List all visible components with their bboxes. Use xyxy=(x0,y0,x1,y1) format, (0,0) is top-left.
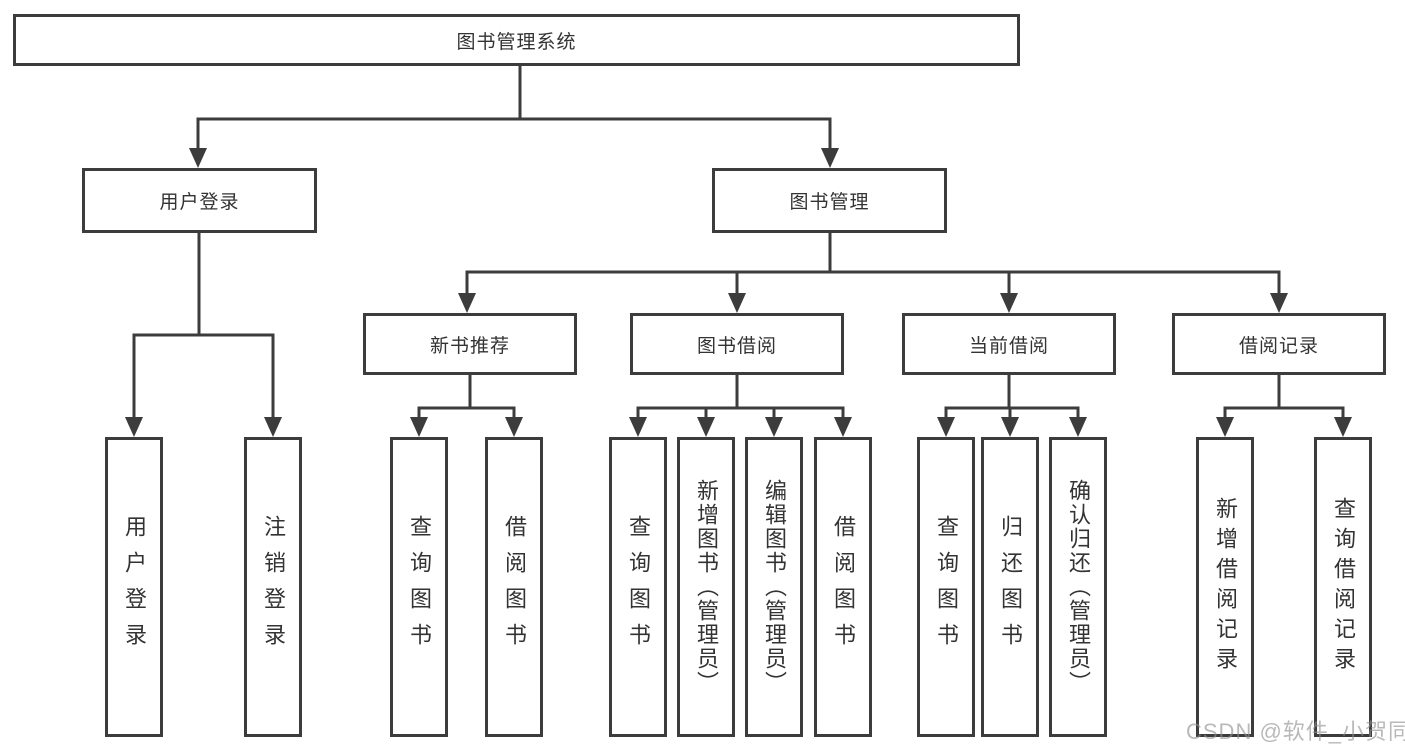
connector-records-to-leaves xyxy=(1223,373,1345,421)
leaf-query-borrow-record: 查询借阅记录 xyxy=(1314,437,1372,737)
leaf-query-books-2: 查询图书 xyxy=(609,437,667,737)
connector-newbook-to-leaves xyxy=(417,373,516,421)
leaf-query-books-3: 查询图书 xyxy=(917,437,975,737)
leaf-borrow-books-1-label: 借阅图书 xyxy=(502,515,527,659)
leaf-query-books-1-label: 查询图书 xyxy=(407,515,432,659)
leaf-query-books-2-label: 查询图书 xyxy=(626,515,651,659)
csdn-watermark: CSDN @软件_小贺同学 xyxy=(1186,719,1405,744)
leaf-borrow-books-1: 借阅图书 xyxy=(485,437,543,737)
connector-currentborrow-to-leaves xyxy=(944,373,1080,421)
leaf-query-borrow-record-label: 查询借阅记录 xyxy=(1331,497,1356,677)
node-current-borrow-label: 当前借阅 xyxy=(968,335,1049,357)
node-borrow-records: 借阅记录 xyxy=(1172,313,1386,375)
node-root: 图书管理系统 xyxy=(13,14,1020,66)
leaf-query-books-3-label: 查询图书 xyxy=(934,515,959,659)
node-book-borrow: 图书借阅 xyxy=(630,313,844,375)
node-book-management-label: 图书管理 xyxy=(789,192,870,213)
leaf-confirm-return-admin: 确认归还（管理员） xyxy=(1049,437,1107,737)
leaf-add-books-admin: 新增图书（管理员） xyxy=(677,437,735,737)
node-new-book-recommend: 新书推荐 xyxy=(363,313,577,375)
leaf-logout-label: 注销登录 xyxy=(261,515,286,659)
leaf-query-books-1: 查询图书 xyxy=(390,437,448,737)
leaf-user-login-label: 用户登录 xyxy=(122,515,147,659)
leaf-return-books: 归还图书 xyxy=(981,437,1039,737)
leaf-add-borrow-record-label: 新增借阅记录 xyxy=(1213,497,1238,677)
node-current-borrow: 当前借阅 xyxy=(902,313,1116,375)
connector-bookmgmt-to-mid xyxy=(465,231,1281,297)
connector-root-to-level2 xyxy=(196,64,832,152)
leaf-logout: 注销登录 xyxy=(244,437,302,737)
leaf-return-books-label: 归还图书 xyxy=(998,515,1023,659)
leaf-user-login: 用户登录 xyxy=(105,437,163,737)
leaf-borrow-books-2-label: 借阅图书 xyxy=(831,515,856,659)
leaf-borrow-books-2: 借阅图书 xyxy=(814,437,872,737)
connector-userlogin-to-leaves xyxy=(132,231,275,421)
leaf-add-borrow-record: 新增借阅记录 xyxy=(1196,437,1254,737)
node-new-book-recommend-label: 新书推荐 xyxy=(429,335,510,357)
leaf-add-books-admin-label: 新增图书（管理员） xyxy=(694,479,719,695)
node-book-management: 图书管理 xyxy=(712,168,947,233)
node-root-label: 图书管理系统 xyxy=(456,31,577,53)
node-user-login-label: 用户登录 xyxy=(159,192,240,213)
leaf-edit-books-admin-label: 编辑图书（管理员） xyxy=(762,479,787,695)
leaf-edit-books-admin: 编辑图书（管理员） xyxy=(745,437,803,737)
node-book-borrow-label: 图书借阅 xyxy=(696,335,777,357)
connector-bookborrow-to-leaves xyxy=(636,373,845,421)
leaf-confirm-return-admin-label: 确认归还（管理员） xyxy=(1066,479,1091,695)
node-borrow-records-label: 借阅记录 xyxy=(1238,335,1319,357)
node-user-login: 用户登录 xyxy=(82,168,317,233)
